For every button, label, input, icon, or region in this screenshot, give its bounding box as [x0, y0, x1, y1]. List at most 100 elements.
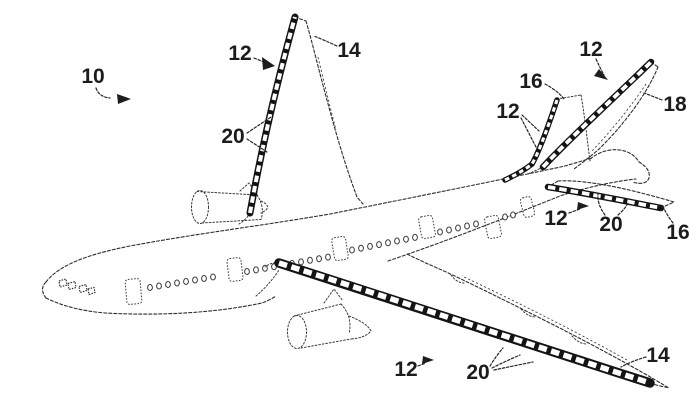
passenger-window	[244, 268, 250, 275]
passenger-window	[262, 264, 268, 272]
passenger-window	[358, 244, 364, 252]
ref-label-12-fin: 12	[496, 100, 519, 123]
wing-body-fairing	[255, 269, 280, 297]
leader-14-near-wing	[620, 356, 647, 368]
passenger-window	[174, 279, 180, 287]
passenger-window	[210, 273, 216, 281]
near-engine-nacelle	[293, 303, 352, 349]
arrowhead-12-far-stab	[594, 69, 608, 80]
door	[331, 235, 349, 262]
passenger-window	[253, 266, 259, 274]
far-engine-exhaust	[260, 200, 268, 214]
near-engine-inlet	[287, 315, 307, 349]
near-engine-pylon	[323, 288, 344, 304]
cockpit-window	[58, 278, 68, 288]
leader-12-near-stab	[568, 208, 581, 214]
leader-20-near-stab-b	[617, 202, 629, 216]
near-engine-exhaust	[348, 315, 372, 340]
passenger-window	[316, 255, 322, 263]
arrowhead-12-near-wing	[422, 356, 434, 364]
passenger-window	[455, 224, 461, 232]
fuselage-rear-belly	[387, 178, 637, 262]
ref-label-14-far-wing: 14	[337, 39, 361, 62]
passenger-window	[367, 242, 373, 250]
flap-fairing	[450, 274, 465, 284]
flap-fairing	[520, 308, 537, 318]
leader-12-near-wing	[417, 362, 427, 367]
leader-12-fin-b	[520, 117, 537, 148]
leader-20-far-wing-b	[246, 138, 268, 153]
passenger-window	[376, 241, 382, 249]
ref-label-20-near-wing: 20	[466, 361, 489, 384]
passenger-window	[183, 278, 189, 285]
fin-top-edge	[556, 94, 582, 100]
far-wing-trailing-edge	[305, 20, 364, 205]
leader-20-near-wing-a	[489, 347, 504, 367]
passenger-window	[412, 233, 418, 241]
leader-16-fin	[544, 83, 565, 100]
far-wing-flap-seam	[317, 56, 337, 131]
flap-fairing	[571, 335, 588, 345]
ref-label-20-far-wing: 20	[221, 125, 244, 148]
cockpit-window	[87, 286, 96, 296]
ref-label-12-far-stab: 12	[579, 38, 602, 61]
nose-tip	[41, 281, 47, 299]
passenger-window	[307, 256, 313, 264]
near-wing-flap-seam	[461, 275, 628, 361]
near-wing-leading-edge-band	[274, 258, 655, 388]
fuselage-bottom-outline	[45, 295, 277, 315]
empennage	[502, 58, 676, 212]
cockpit-window	[78, 283, 88, 294]
leader-20-near-wing-b	[491, 354, 521, 369]
leader-16-near-stab	[662, 205, 674, 224]
far-wing	[238, 13, 364, 225]
reference-numerals: 10 12 14 20 16 12 12 18 12 20 16 12 20 1…	[81, 38, 689, 384]
passenger-window	[385, 239, 391, 247]
passenger-window	[201, 275, 207, 282]
far-stabilizer-trailing-edge	[573, 66, 659, 170]
door	[124, 278, 143, 305]
far-stabilizer-band-cells	[541, 60, 653, 169]
ref-label-12-near-stab: 12	[544, 207, 567, 230]
ref-label-12-near-wing: 12	[394, 358, 417, 381]
far-wing-band-cells	[248, 16, 297, 214]
far-engine-nacelle	[196, 191, 263, 224]
doors	[124, 196, 536, 305]
fuselage	[41, 149, 650, 315]
leader-lines	[95, 35, 674, 371]
ref-label-16-near-stab: 16	[666, 221, 689, 244]
arrowhead-12-far-wing	[262, 57, 275, 70]
cockpit-window	[67, 280, 77, 291]
tail-cone	[589, 149, 650, 184]
passenger-window	[394, 237, 400, 245]
leader-10	[95, 87, 111, 99]
ref-label-14-near-wing: 14	[646, 344, 670, 367]
near-wing	[264, 253, 669, 389]
fuselage-top-outline	[45, 157, 593, 283]
passenger-window	[349, 246, 355, 254]
passenger-window	[437, 228, 443, 236]
passenger-window	[502, 213, 508, 221]
passenger-window	[192, 276, 198, 284]
leader-14-far-wing	[313, 35, 338, 47]
fin-band-cells	[504, 99, 559, 182]
passenger-window	[156, 282, 162, 290]
door	[484, 214, 502, 240]
leader-12-far-stab	[595, 58, 605, 76]
passenger-window	[473, 220, 479, 228]
door	[519, 196, 536, 218]
far-engine-inlet	[191, 190, 209, 224]
passenger-window	[298, 258, 304, 266]
door	[226, 257, 244, 282]
leader-20-near-wing-c	[493, 361, 534, 371]
cockpit-windows	[58, 278, 96, 296]
passenger-window	[446, 226, 452, 234]
passenger-window	[403, 235, 409, 243]
ref-label-18: 18	[663, 93, 687, 116]
ref-label-12-far-wing: 12	[228, 42, 251, 65]
leader-18	[643, 92, 663, 101]
leader-20-near-stab-a	[597, 193, 606, 216]
leader-20-far-wing-a	[246, 116, 272, 134]
